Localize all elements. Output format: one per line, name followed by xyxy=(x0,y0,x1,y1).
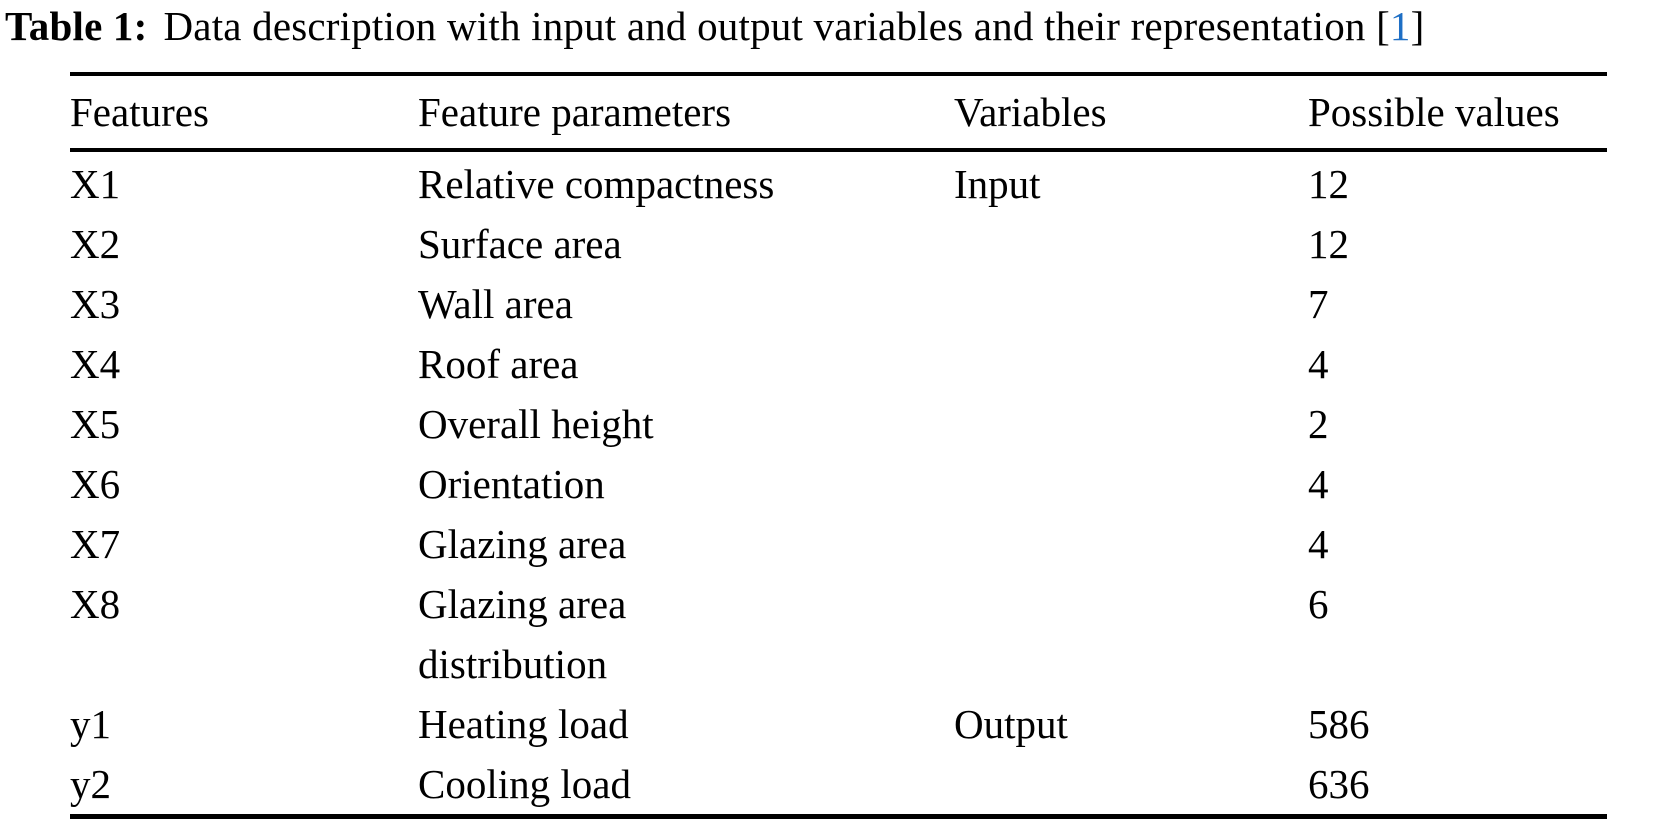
parameter-cell: Heating load xyxy=(418,701,629,747)
value-cell: 6 xyxy=(1308,581,1329,627)
value-cell: 636 xyxy=(1308,761,1370,807)
parameter-cell: Glazing area distribution xyxy=(418,581,627,687)
parameter-cell: Wall area xyxy=(418,281,573,327)
table-row: X6 Orientation 4 xyxy=(70,454,1607,514)
citation-bracket-open: [ xyxy=(1376,3,1390,49)
feature-cell: y2 xyxy=(70,761,111,807)
parameter-cell: Glazing area xyxy=(418,521,627,567)
parameter-cell: Surface area xyxy=(418,221,622,267)
parameter-cell: Relative compactness xyxy=(418,161,775,207)
citation-bracket-close: ] xyxy=(1410,3,1425,49)
variable-cell xyxy=(954,274,1308,334)
variable-cell xyxy=(954,514,1308,574)
value-cell: 7 xyxy=(1308,281,1329,327)
value-cell: 4 xyxy=(1308,461,1329,507)
feature-cell: X3 xyxy=(70,281,121,327)
variable-cell: Output xyxy=(954,701,1068,747)
variable-cell xyxy=(954,574,1308,694)
feature-cell: X7 xyxy=(70,521,121,567)
value-cell: 586 xyxy=(1308,701,1370,747)
table-row: X3 Wall area 7 xyxy=(70,274,1607,334)
table-header-row: Features Feature parameters Variables Po… xyxy=(70,76,1607,148)
feature-cell: X4 xyxy=(70,341,121,387)
column-header-feature-parameters: Feature parameters xyxy=(418,89,732,135)
table-row: X5 Overall height 2 xyxy=(70,394,1607,454)
parameter-cell: Orientation xyxy=(418,461,605,507)
value-cell: 4 xyxy=(1308,341,1329,387)
parameter-cell: Roof area xyxy=(418,341,579,387)
variable-cell xyxy=(954,394,1308,454)
feature-cell: X5 xyxy=(70,401,121,447)
citation-link: [1] xyxy=(1376,3,1424,49)
table-row: X1 Relative compactness Input 12 xyxy=(70,154,1607,214)
value-cell: 12 xyxy=(1308,161,1349,207)
value-cell: 2 xyxy=(1308,401,1329,447)
table-bottom-rule xyxy=(70,814,1607,819)
table-caption-text: Data description with input and output v… xyxy=(163,3,1366,49)
table-row: X2 Surface area 12 xyxy=(70,214,1607,274)
parameter-cell: Cooling load xyxy=(418,761,631,807)
parameter-cell: Overall height xyxy=(418,401,654,447)
variable-cell xyxy=(954,754,1308,814)
feature-cell: X6 xyxy=(70,461,121,507)
value-cell: 4 xyxy=(1308,521,1329,567)
feature-cell: X2 xyxy=(70,221,121,267)
table-body: X1 Relative compactness Input 12 X2 Surf… xyxy=(70,152,1607,814)
table-row: X4 Roof area 4 xyxy=(70,334,1607,394)
feature-cell: X8 xyxy=(70,581,121,627)
variable-cell xyxy=(954,454,1308,514)
column-header-features: Features xyxy=(70,89,209,135)
feature-cell: X1 xyxy=(70,161,121,207)
value-cell: 12 xyxy=(1308,221,1349,267)
table-caption: Table 1: Data description with input and … xyxy=(5,3,1424,49)
table-row: y1 Heating load Output 586 xyxy=(70,694,1607,754)
table-row: y2 Cooling load 636 xyxy=(70,754,1607,814)
table-row: X8 Glazing area distribution 6 xyxy=(70,574,1607,694)
variable-cell xyxy=(954,214,1308,274)
table-row: X7 Glazing area 4 xyxy=(70,514,1607,574)
citation-link-number[interactable]: 1 xyxy=(1389,3,1411,49)
column-header-variables: Variables xyxy=(954,89,1107,135)
table-top-rule xyxy=(70,72,1607,76)
table-caption-label: Table 1: xyxy=(5,3,148,49)
column-header-possible-values: Possible values xyxy=(1308,89,1560,135)
feature-cell: y1 xyxy=(70,701,111,747)
variable-cell xyxy=(954,334,1308,394)
data-table: Features Feature parameters Variables Po… xyxy=(70,72,1607,819)
table-header-rule xyxy=(70,148,1607,152)
variable-cell: Input xyxy=(954,161,1041,207)
